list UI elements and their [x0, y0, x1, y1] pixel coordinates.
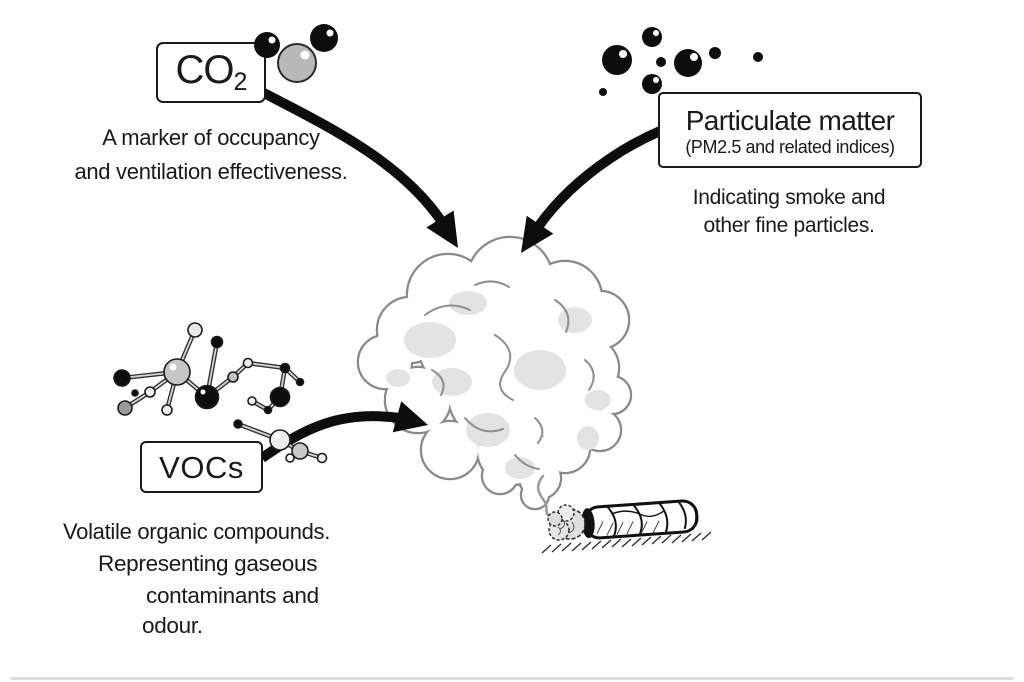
- cigar-ash-tip: [547, 504, 586, 541]
- voc-bonds-outline: [121, 329, 323, 461]
- pm-description-line: Indicating smoke and: [692, 186, 886, 209]
- smoke-swirls: [424, 280, 595, 470]
- cigar-texture-hatching: [596, 520, 660, 536]
- vocs-description-line: contaminants and: [146, 583, 319, 608]
- vocs-description-line: Representing gaseous: [98, 551, 318, 576]
- voc-atom-highlight: [274, 433, 280, 439]
- vocs-description-line: Volatile organic compounds.: [63, 519, 331, 544]
- voc-atom-highlight: [169, 363, 177, 371]
- pm-description: Indicating smoke and other fine particle…: [656, 184, 922, 240]
- voc-atom-highlight: [200, 389, 206, 395]
- particulate-dots-icon: [599, 27, 763, 96]
- baseline-rule: [10, 677, 1014, 680]
- co2-description-line: A marker of occupancy: [102, 125, 320, 150]
- smoke-plume-illustration: [359, 238, 630, 520]
- smoke-wisp: [536, 474, 555, 520]
- co2-subscript: 2: [233, 68, 248, 96]
- co2-label: CO2: [175, 48, 248, 96]
- pm-label-box: Particulate matter (PM2.5 and related in…: [658, 92, 922, 168]
- co2-molecule-icon: [254, 24, 338, 83]
- co2-description-line: and ventilation effectiveness.: [74, 159, 348, 184]
- vocs-label-box: VOCs: [140, 441, 263, 493]
- cigar-wrap-lines: [606, 501, 687, 537]
- pm-sublabel: (PM2.5 and related indices): [685, 136, 895, 157]
- cigar-burn-band: [581, 508, 595, 539]
- cigar-shadow-hatching: [541, 531, 712, 554]
- co2-label-box: CO2: [156, 42, 266, 103]
- smoke-shading: [386, 291, 611, 479]
- cigar-seam: [611, 510, 664, 518]
- vocs-label: VOCs: [159, 449, 244, 485]
- vocs-description-line: odour.: [142, 613, 203, 638]
- voc-bonds-core: [121, 329, 323, 459]
- vocs-arrow: [259, 401, 428, 463]
- pm-description-line: other fine particles.: [703, 214, 875, 237]
- cigar-illustration: [541, 499, 712, 554]
- co2-description: A marker of occupancy and ventilation ef…: [56, 121, 366, 189]
- cigar-body: [581, 499, 699, 540]
- pm-label: Particulate matter: [685, 104, 895, 136]
